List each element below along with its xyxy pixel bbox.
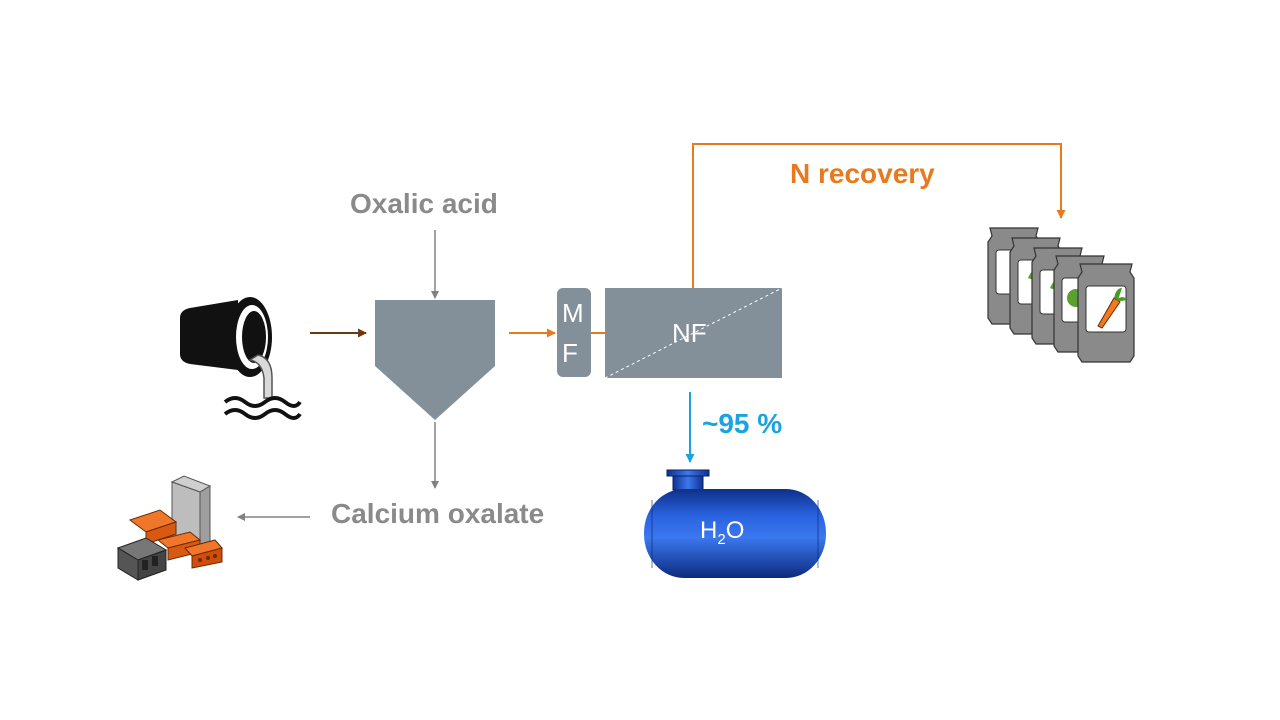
mf-unit <box>557 288 591 377</box>
water-label: H2O <box>700 517 744 548</box>
n-recovery-path <box>692 143 1066 288</box>
n-recovery-label: N recovery <box>790 158 935 189</box>
nf-unit <box>605 288 782 378</box>
precipitation-reactor <box>375 300 495 420</box>
bricks-blocks-icon <box>116 475 223 581</box>
calcium-oxalate-label: Calcium oxalate <box>331 498 545 529</box>
water-label-o: O <box>725 517 745 544</box>
nf-label: NF <box>672 318 707 348</box>
pipe-discharge-icon <box>180 297 302 420</box>
water-tank-icon <box>644 469 826 578</box>
water-recovery-label: ~95 % <box>702 408 783 439</box>
water-label-subscript: 2 <box>717 530 726 548</box>
oxalic-acid-label: Oxalic acid <box>350 188 498 219</box>
mf-label-top: M <box>562 298 584 328</box>
fertilizer-bags-icon <box>987 227 1135 363</box>
mf-label-bottom: F <box>562 338 578 368</box>
water-label-h: H <box>700 517 718 544</box>
